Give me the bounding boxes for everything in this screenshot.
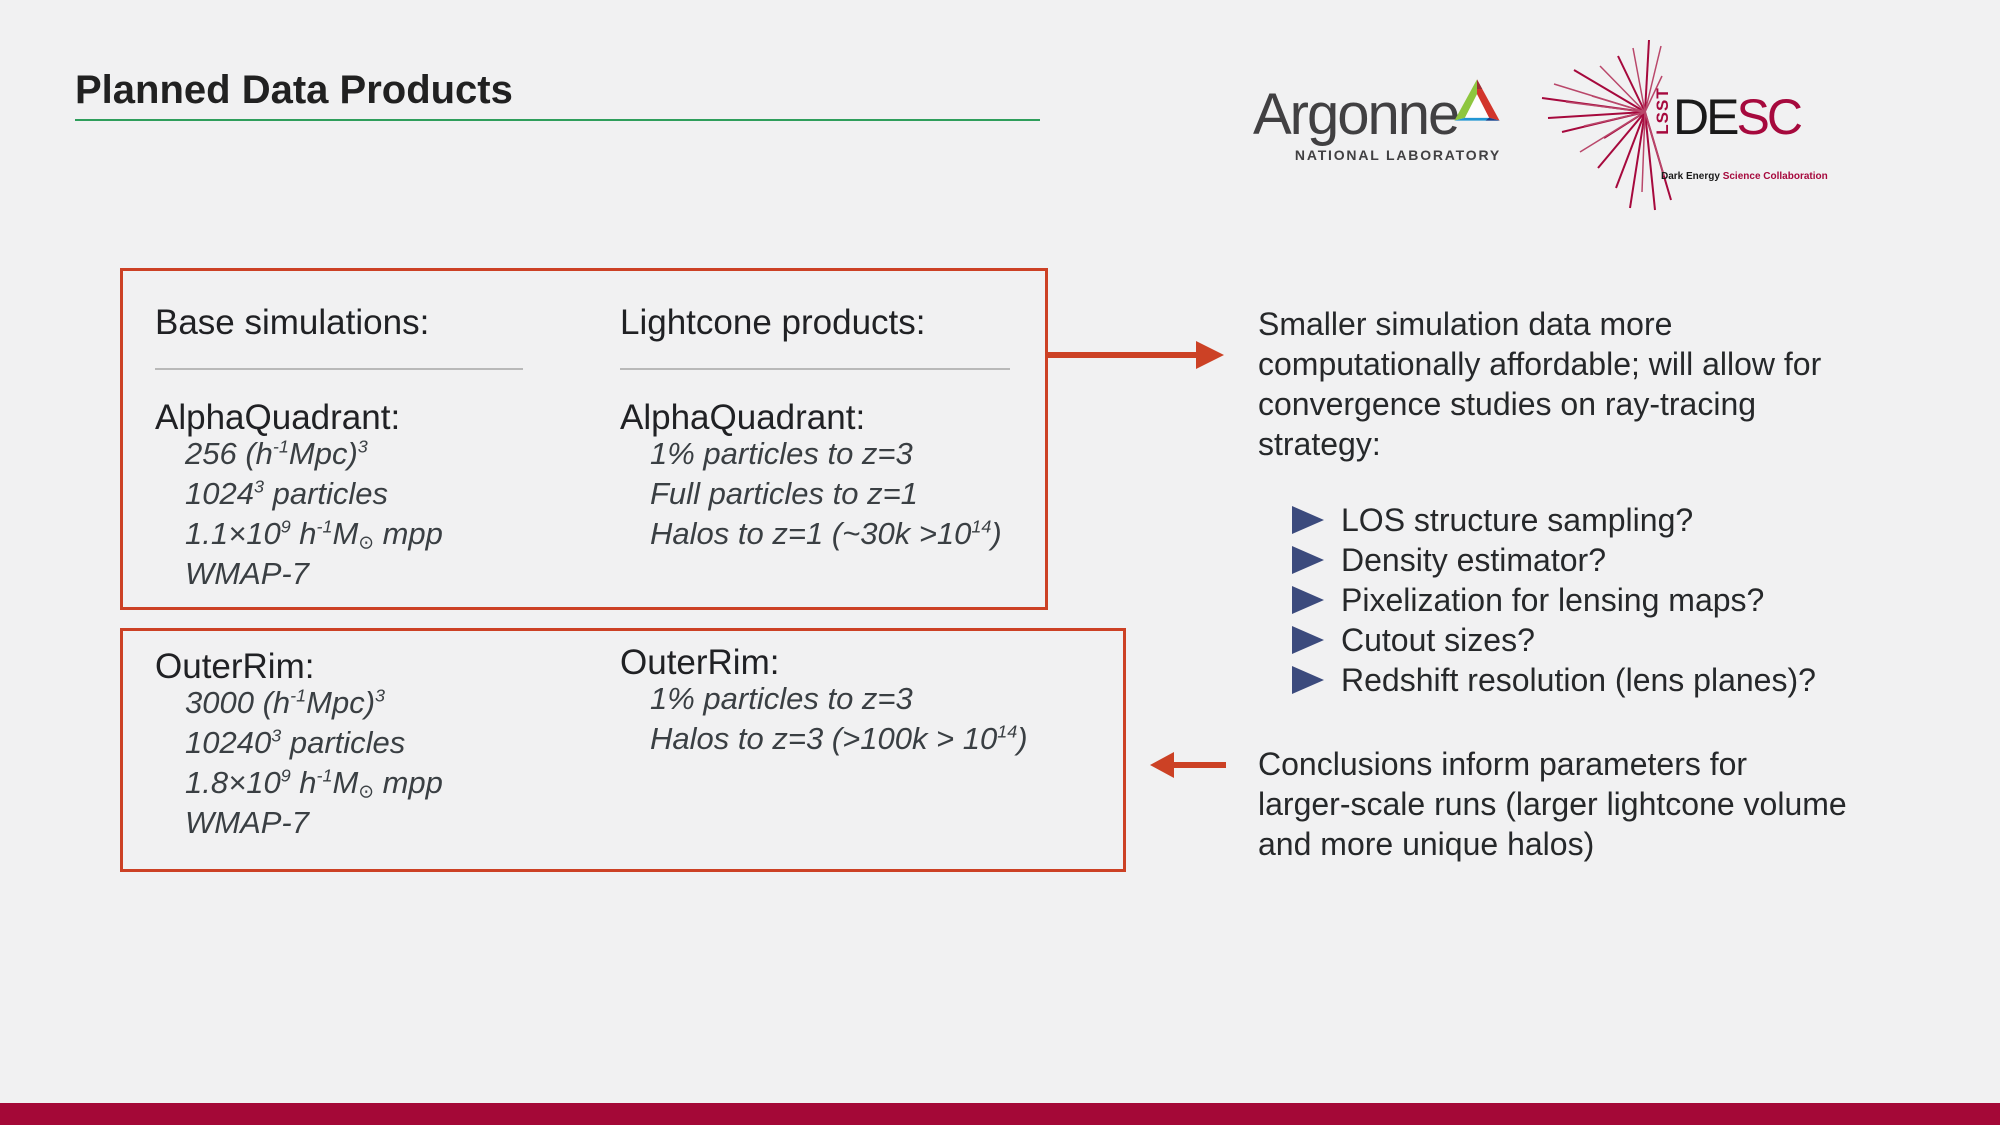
desc-tagline-red: Science Collaboration bbox=[1722, 171, 1828, 182]
bullet-item: Redshift resolution (lens planes)? bbox=[1292, 660, 1816, 700]
sim-detail-line: 1% particles to z=3 bbox=[650, 436, 913, 471]
argonne-logo: Argonne NATIONAL LABORATORY bbox=[1253, 79, 1501, 163]
desc-starburst-icon bbox=[1541, 40, 1672, 211]
lightcone-products-header: Lightcone products: bbox=[620, 303, 926, 342]
title-underline bbox=[75, 119, 1040, 121]
arrow-head bbox=[1150, 752, 1174, 778]
sim-detail-line: 1.1×109 h-1M⊙ mpp bbox=[185, 516, 443, 553]
intro-line: Smaller simulation data more bbox=[1258, 306, 1673, 342]
sim-detail-line: Halos to z=1 (~30k >1014) bbox=[650, 516, 1002, 551]
sim-detail-line: 102403 particles bbox=[185, 725, 406, 760]
alphaquadrant-lightcone-lines: 1% particles to z=3 Full particles to z=… bbox=[650, 434, 1002, 554]
base-header-rule bbox=[155, 368, 523, 370]
bullet-item: Pixelization for lensing maps? bbox=[1292, 580, 1816, 620]
triangle-bullet-icon bbox=[1292, 546, 1324, 574]
page-title: Planned Data Products bbox=[75, 68, 513, 112]
sim-detail-line: WMAP-7 bbox=[185, 805, 309, 840]
triangle-bullet-icon bbox=[1292, 666, 1324, 694]
bullet-label: Cutout sizes? bbox=[1341, 621, 1535, 658]
alphaquadrant-lightcone-title: AlphaQuadrant: bbox=[620, 398, 866, 437]
bullet-label: Redshift resolution (lens planes)? bbox=[1341, 661, 1816, 698]
conclusion-line: and more unique halos) bbox=[1258, 826, 1595, 862]
outerrim-base-title: OuterRim: bbox=[155, 647, 315, 686]
lightcone-header-rule bbox=[620, 368, 1010, 370]
arrow-head bbox=[1196, 341, 1224, 369]
sim-detail-line: 1% particles to z=3 bbox=[650, 681, 913, 716]
desc-wordmark-sc: SC bbox=[1736, 89, 1802, 145]
sim-detail-line: Full particles to z=1 bbox=[650, 476, 918, 511]
sim-detail-line: WMAP-7 bbox=[185, 556, 309, 591]
outerrim-base-lines: 3000 (h-1Mpc)3 102403 particles 1.8×109 … bbox=[185, 683, 443, 843]
bullet-item: Density estimator? bbox=[1292, 540, 1816, 580]
alphaquadrant-base-title: AlphaQuadrant: bbox=[155, 398, 401, 437]
triangle-bullet-icon bbox=[1292, 626, 1324, 654]
lsst-vertical-label: LSST bbox=[1653, 87, 1672, 135]
intro-line: strategy: bbox=[1258, 426, 1381, 462]
sim-detail-line: 3000 (h-1Mpc)3 bbox=[185, 685, 386, 720]
base-simulations-header: Base simulations: bbox=[155, 303, 430, 342]
intro-paragraph: Smaller simulation data more computation… bbox=[1258, 304, 1821, 464]
desc-tagline-dark: Dark Energy bbox=[1661, 171, 1723, 182]
argonne-subtitle: NATIONAL LABORATORY bbox=[1294, 147, 1501, 163]
intro-line: convergence studies on ray-tracing bbox=[1258, 386, 1757, 422]
argonne-wordmark: Argonne bbox=[1253, 82, 1460, 147]
conclusion-line: Conclusions inform parameters for bbox=[1258, 746, 1748, 782]
desc-wordmark: DESC bbox=[1673, 89, 1803, 145]
bullet-item: Cutout sizes? bbox=[1292, 620, 1816, 660]
arrow-right-icon bbox=[1048, 341, 1224, 369]
sim-detail-line: Halos to z=3 (>100k > 1014) bbox=[650, 721, 1028, 756]
conclusion-paragraph: Conclusions inform parameters for larger… bbox=[1258, 744, 1847, 864]
desc-tagline: Dark Energy Science Collaboration bbox=[1661, 171, 1828, 182]
arrow-shaft bbox=[1048, 352, 1196, 358]
bullet-label: Density estimator? bbox=[1341, 541, 1606, 578]
footer-accent-bar bbox=[0, 1103, 2000, 1125]
lsst-desc-logo: LSST DESC Dark Energy Science Collaborat… bbox=[1540, 40, 1828, 220]
sim-detail-line: 1.8×109 h-1M⊙ mpp bbox=[185, 765, 443, 802]
sim-detail-line: 10243 particles bbox=[185, 476, 389, 511]
outerrim-lightcone-lines: 1% particles to z=3 Halos to z=3 (>100k … bbox=[650, 679, 1028, 759]
convergence-bullet-list: LOS structure sampling? Density estimato… bbox=[1292, 500, 1816, 700]
base-simulations-box: Base simulations: Lightcone products: Al… bbox=[120, 268, 1048, 610]
argonne-triangle-icon bbox=[1454, 79, 1500, 121]
triangle-bullet-icon bbox=[1292, 586, 1324, 614]
desc-wordmark-de: DE bbox=[1673, 89, 1739, 145]
outerrim-box: OuterRim: 3000 (h-1Mpc)3 102403 particle… bbox=[120, 628, 1126, 872]
alphaquadrant-base-lines: 256 (h-1Mpc)3 10243 particles 1.1×109 h-… bbox=[185, 434, 443, 594]
arrow-shaft bbox=[1172, 762, 1226, 768]
bullet-label: Pixelization for lensing maps? bbox=[1341, 581, 1765, 618]
bullet-label: LOS structure sampling? bbox=[1341, 501, 1694, 538]
sim-detail-line: 256 (h-1Mpc)3 bbox=[185, 436, 368, 471]
arrow-left-icon bbox=[1150, 752, 1226, 778]
bullet-item: LOS structure sampling? bbox=[1292, 500, 1816, 540]
conclusion-line: larger-scale runs (larger lightcone volu… bbox=[1258, 786, 1847, 822]
intro-line: computationally affordable; will allow f… bbox=[1258, 346, 1822, 382]
outerrim-lightcone-title: OuterRim: bbox=[620, 643, 780, 682]
triangle-bullet-icon bbox=[1292, 506, 1324, 534]
